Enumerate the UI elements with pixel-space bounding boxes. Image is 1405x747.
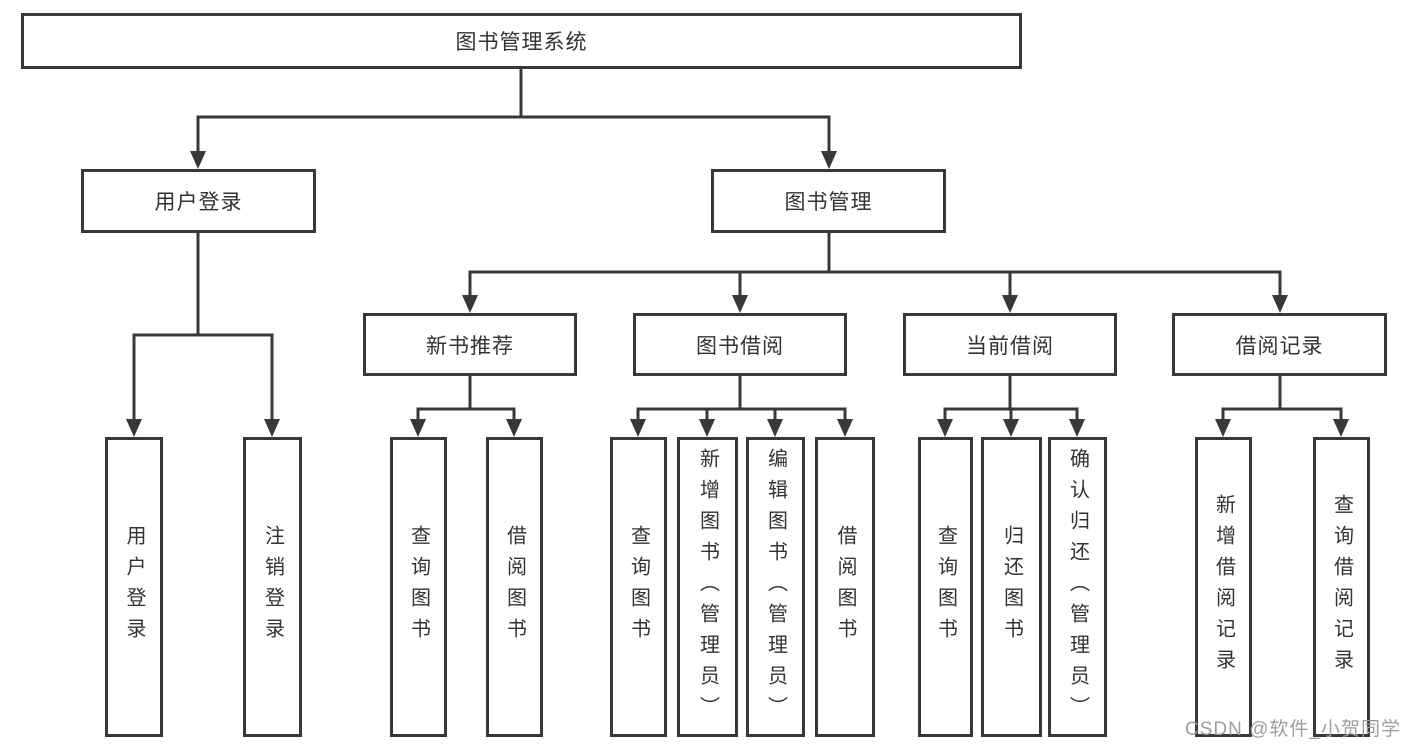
leaf-borrow-books-borrow: 借阅图书 bbox=[815, 437, 875, 737]
leaf-query-books-recommend: 查询图书 bbox=[390, 437, 447, 737]
node-borrowing-records: 借阅记录 bbox=[1172, 313, 1387, 376]
leaf-label: 新增借阅记录 bbox=[1212, 494, 1235, 680]
leaf-label: 查询图书 bbox=[407, 525, 430, 649]
leaf-label: 编辑图书（管理员） bbox=[764, 447, 787, 727]
leaf-user-login: 用户登录 bbox=[105, 437, 163, 737]
leaf-label: 借阅图书 bbox=[834, 525, 856, 649]
leaf-label: 借阅图书 bbox=[503, 525, 526, 649]
watermark: CSDN @软件_小贺同学 bbox=[1185, 719, 1401, 740]
leaf-label: 查询借阅记录 bbox=[1330, 494, 1353, 680]
arrowhead-icons bbox=[126, 151, 1349, 437]
node-current-borrowing: 当前借阅 bbox=[903, 313, 1117, 376]
leaf-query-books-borrow: 查询图书 bbox=[610, 437, 667, 737]
node-book-borrowing: 图书借阅 bbox=[633, 313, 847, 376]
leaf-label: 新增图书（管理员） bbox=[696, 447, 719, 727]
leaf-confirm-return-admin: 确认归还（管理员） bbox=[1048, 437, 1107, 737]
leaf-query-borrow-record: 查询借阅记录 bbox=[1313, 437, 1370, 737]
leaf-logout: 注销登录 bbox=[243, 437, 302, 737]
leaf-label: 查询图书 bbox=[934, 525, 957, 649]
node-new-book-recommendation: 新书推荐 bbox=[363, 313, 577, 376]
leaf-label: 查询图书 bbox=[627, 525, 650, 649]
node-user-login: 用户登录 bbox=[81, 169, 316, 233]
leaf-return-books: 归还图书 bbox=[981, 437, 1042, 737]
leaf-label: 归还图书 bbox=[1000, 525, 1023, 649]
node-system-root: 图书管理系统 bbox=[21, 13, 1022, 69]
leaf-label: 注销登录 bbox=[261, 525, 284, 649]
leaf-borrow-books-recommend: 借阅图书 bbox=[486, 437, 543, 737]
leaf-label: 确认归还（管理员） bbox=[1066, 447, 1089, 727]
leaf-add-borrow-record: 新增借阅记录 bbox=[1195, 437, 1252, 737]
leaf-query-books-current: 查询图书 bbox=[918, 437, 973, 737]
node-book-management: 图书管理 bbox=[711, 169, 946, 233]
leaf-label: 用户登录 bbox=[123, 525, 145, 649]
leaf-add-books-admin: 新增图书（管理员） bbox=[677, 437, 738, 737]
leaf-edit-books-admin: 编辑图书（管理员） bbox=[746, 437, 805, 737]
